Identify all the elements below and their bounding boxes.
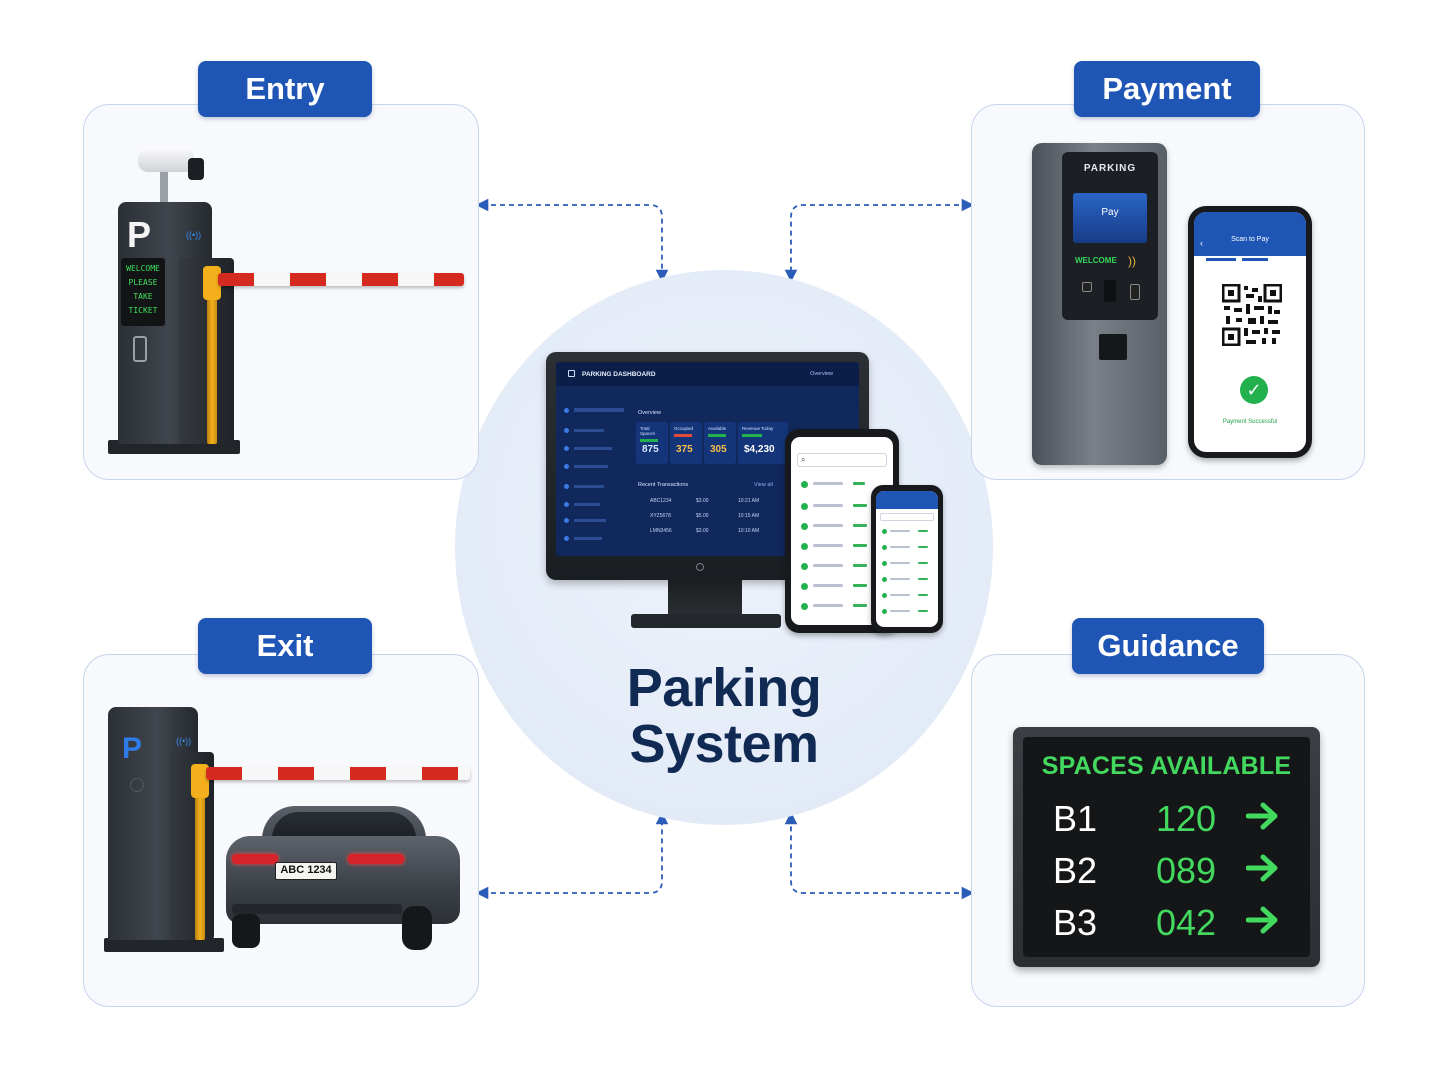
card-slot-icon [1082,282,1092,292]
contactless-icon: )) [1128,254,1136,268]
view-all-link[interactable]: View all [754,482,773,488]
search-icon: ⌕ [801,455,806,464]
stat-card: Revenue Today $4,230 [738,422,788,464]
sensor-icon [130,778,144,792]
dashboard-title: PARKING DASHBOARD [556,362,859,386]
guidance-tag: Guidance [1072,618,1264,674]
pay-phone-header: Scan to Pay [1194,212,1306,256]
overview-label: Overview [638,410,661,416]
exit-p-sign: P [122,732,143,765]
arrow-right-icon [1246,906,1278,934]
card-reader-icon [1104,280,1116,302]
dashboard-logo-icon [568,370,575,377]
pay-station-screen: Pay [1073,193,1147,243]
arrow-right-icon [1246,854,1278,882]
level-label: B3 [1053,902,1098,943]
arrow-right-icon [1246,802,1278,830]
power-icon [696,563,704,571]
exit-connector [475,811,669,900]
stat-card: Occupied 375 [670,422,702,464]
back-arrow-icon: ‹ [1200,238,1203,248]
level-label: B1 [1053,798,1098,839]
guidance-connector [784,811,975,900]
entry-led-screen: WELCOME PLEASE TAKE TICKET [121,258,165,326]
exit-tag: Exit [198,618,372,674]
entry-barrier-arm [218,273,464,286]
dashboard-user: Overview [810,371,833,377]
stat-card: Available 305 [704,422,736,464]
level-count: 042 [1156,902,1217,943]
ticket-slot-icon [133,336,147,362]
payment-status: Payment Successful [1222,419,1278,425]
board-heading: SPACES AVAILABLE [1041,752,1292,780]
receipt-slot-icon [1099,334,1127,360]
rfid-icon: ((•)) [176,736,192,746]
level-label: B2 [1053,850,1098,891]
entry-tag: Entry [198,61,372,117]
level-count: 120 [1156,798,1217,839]
pay-station-brand: PARKING [1083,163,1137,174]
stat-card: Total Spaces 875 [636,422,668,464]
ticket-slot-icon [1130,284,1140,300]
payment-tag: Payment [1074,61,1260,117]
exit-barrier-arm [206,767,470,780]
level-count: 089 [1156,850,1217,891]
rfid-icon: ((•)) [186,230,202,240]
payment-connector [784,198,975,283]
pay-station-led: WELCOME [1075,256,1117,265]
qr-code-icon [1222,284,1282,346]
check-icon: ✓ [1240,376,1268,404]
license-plate: ABC 1234 [275,862,337,880]
transactions-label: Recent Transactions [638,482,689,488]
entry-p-sign: P [127,214,152,255]
entry-connector [475,198,669,283]
hub-title: Parking System [626,658,822,774]
